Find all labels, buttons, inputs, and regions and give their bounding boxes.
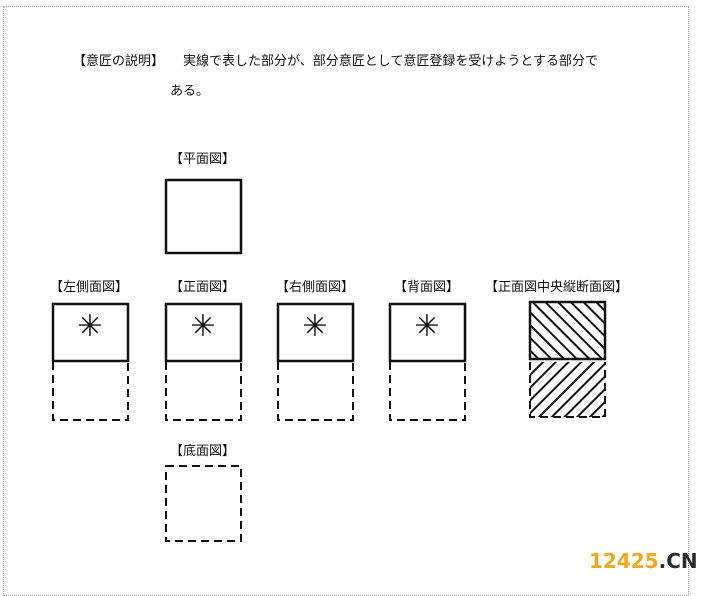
description-heading: 【意匠の説明】 bbox=[73, 54, 165, 69]
left-side-view-drawing bbox=[51, 302, 130, 421]
site-watermark: 12425.CN bbox=[589, 549, 698, 573]
asterisk-symbol: ✳ bbox=[302, 309, 327, 344]
label-front-view: 【正面図】 bbox=[170, 280, 236, 295]
asterisk-symbol: ✳ bbox=[414, 309, 439, 344]
design-drawings: ✳ ✳ ✳ ✳ bbox=[51, 178, 607, 542]
label-section-view: 【正面図中央縦断面図】 bbox=[485, 280, 629, 295]
section-view-drawing bbox=[528, 300, 607, 418]
description-text-line2: ある。 bbox=[170, 84, 210, 99]
watermark-tld: .CN bbox=[658, 549, 698, 573]
plan-view-outline bbox=[164, 178, 243, 255]
asterisk-symbol: ✳ bbox=[77, 309, 102, 344]
label-right-side-view: 【右側面図】 bbox=[276, 280, 355, 295]
watermark-digits: 12425 bbox=[589, 549, 659, 573]
bottom-view-outline bbox=[165, 465, 242, 542]
label-bottom-view: 【底面図】 bbox=[170, 444, 236, 459]
label-left-side-view: 【左側面図】 bbox=[50, 280, 129, 295]
asterisk-symbol: ✳ bbox=[190, 309, 215, 344]
description-text-line1: 実線で表した部分が、部分意匠として意匠登録を受けようとする部分で bbox=[183, 54, 598, 69]
right-side-view-drawing bbox=[276, 302, 355, 421]
label-plan-view: 【平面図】 bbox=[170, 152, 236, 167]
front-view-drawing bbox=[164, 302, 243, 421]
back-view-drawing bbox=[388, 302, 467, 421]
label-back-view: 【背面図】 bbox=[394, 280, 460, 295]
